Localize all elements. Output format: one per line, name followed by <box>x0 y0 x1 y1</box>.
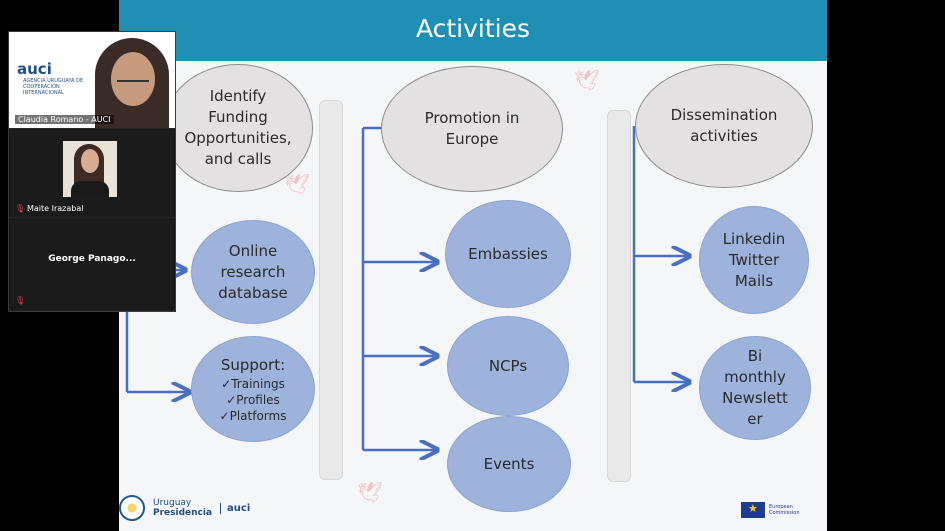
participant-name: Claudia Romano - AUCI <box>15 115 114 124</box>
auci-logo: auci AGENCIA URUGUAYA DE COOPERACIÓN INT… <box>13 60 87 100</box>
bird-icon: 🕊 <box>284 172 310 196</box>
node-ncps: NCPs <box>447 316 569 416</box>
node-identify-funding: Identify Funding Opportunities, and call… <box>163 64 313 192</box>
microphone-muted-icon: 🎙 <box>15 296 26 305</box>
uruguay-seal-icon <box>119 495 145 521</box>
footer-logo-ec: European Commission <box>741 502 809 518</box>
bracket-shape <box>607 110 631 482</box>
participants-panel: auci AGENCIA URUGUAYA DE COOPERACIÓN INT… <box>8 31 176 312</box>
node-events: Events <box>447 416 571 512</box>
auci-mini-logo: auci <box>220 502 250 514</box>
ec-label: European Commission <box>769 504 800 516</box>
node-embassies: Embassies <box>445 200 571 308</box>
participant-face <box>81 149 99 173</box>
presidencia-logo: Uruguay Presidencia <box>153 498 213 518</box>
node-promotion-europe: Promotion in Europe <box>381 66 563 192</box>
bird-icon: 🕊 <box>357 480 383 504</box>
participant-tile-maite[interactable]: 🎙 Maite Irazabal <box>9 129 175 217</box>
eu-flag-icon <box>741 502 765 518</box>
slide-title: Activities <box>415 14 531 43</box>
flow-diagram <box>125 126 827 531</box>
participant-name: Maite Irazabal <box>27 204 84 213</box>
node-social-media: Linkedin Twitter Mails <box>699 206 809 314</box>
node-dissemination: Dissemination activities <box>635 64 813 188</box>
participant-glasses <box>117 72 149 82</box>
presentation-slide: Activities 🕊 🕊 🕊 Identify Funding Opport <box>119 0 827 531</box>
bracket-shape <box>319 100 343 480</box>
participant-tile-george[interactable]: George Panago... 🎙 <box>9 218 175 310</box>
slide-header <box>119 0 827 61</box>
participant-name: George Panago... <box>48 254 136 264</box>
node-online-database: Online research database <box>191 220 315 324</box>
microphone-muted-icon: 🎙 <box>15 204 26 213</box>
participant-shirt <box>71 181 109 197</box>
node-support: Support: ✓Trainings ✓Profiles ✓Platforms <box>191 336 315 442</box>
node-newsletter: Bi monthly Newslett er <box>699 336 811 440</box>
participant-tile-claudia[interactable]: auci AGENCIA URUGUAYA DE COOPERACIÓN INT… <box>9 32 175 128</box>
footer-logos-left: Uruguay Presidencia auci <box>119 490 269 526</box>
participant-face <box>111 52 155 106</box>
bird-icon: 🕊 <box>574 68 600 92</box>
